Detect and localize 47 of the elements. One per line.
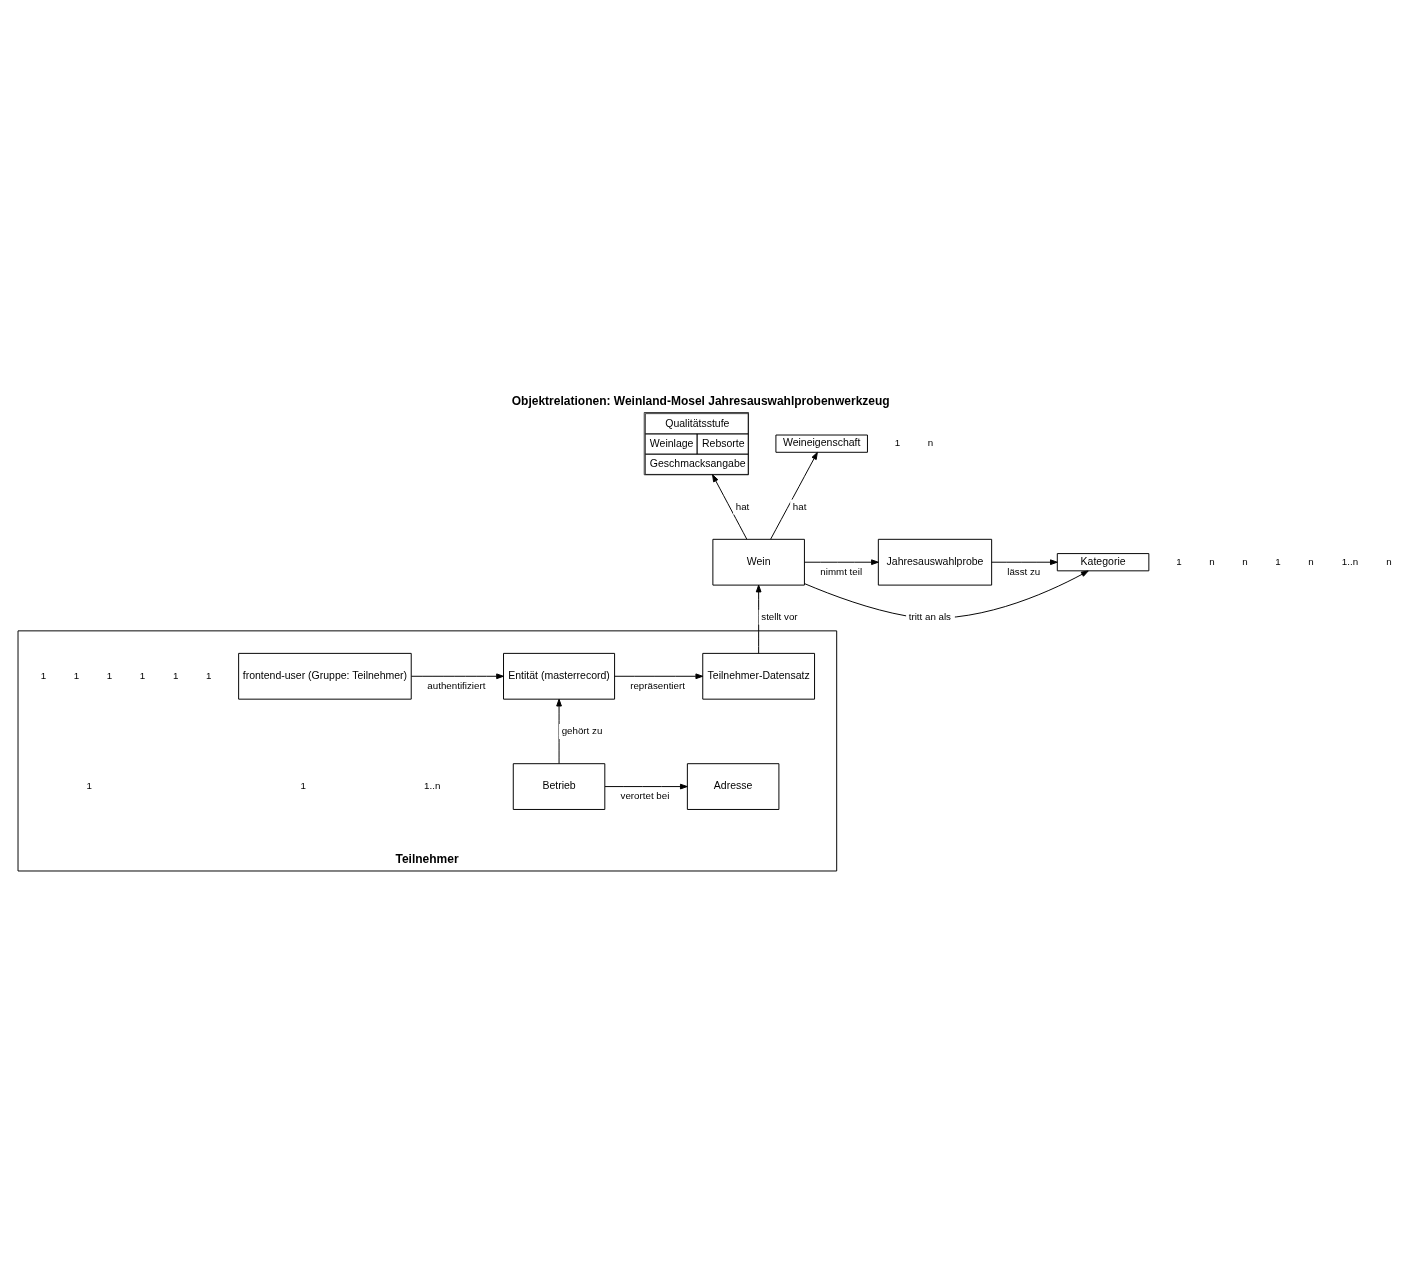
edge-label: lässt zu [1007,565,1041,577]
label: n [927,437,934,449]
label: n [1242,555,1248,567]
label: 1 [86,780,93,792]
node-box: Weineigenschaft [775,434,868,453]
edge-label: nimmt teil [820,565,863,577]
node-box: Kategorie [1056,553,1150,572]
arrow [755,584,762,654]
node-box: Jahresauswahlprobe [877,538,993,586]
label: n [1209,555,1215,567]
arrow [712,474,748,540]
edge-label: verortet bei [620,789,670,801]
arrow [614,673,704,680]
label: 1 [172,669,179,681]
node-box: Entität (masterrecord) [503,652,616,700]
label: 1 [139,669,146,681]
label: 1 [40,669,47,681]
label: 1..n [1341,555,1359,567]
edge-label: gehört zu [561,724,603,736]
edge-label: repräsentiert [630,679,685,691]
arrow [770,452,818,540]
arrow [991,559,1058,566]
label: 1 [300,780,306,792]
node-box: frontend-user (Gruppe: Teilnehmer) [238,652,412,700]
label: 1 [894,437,901,449]
edge-label: stellt vor [761,610,798,622]
label: 1 [106,669,113,681]
label: 1 [1275,555,1281,567]
node-box: Wein [712,538,805,586]
arrow [410,673,504,680]
label: 1 [1176,555,1182,567]
node-box: Betrieb [512,763,606,810]
arrow [556,698,562,765]
diagram-title: Objektrelationen: Weinland-Mosel Jahresauswahlprobenwerkzeug [511,393,890,408]
edge-label: tritt an als [908,610,952,622]
edge-label: hat [735,500,750,512]
edge-label: authentifiziert [427,679,486,691]
node-box: Adresse [686,763,780,810]
edge-label: hat [792,500,807,512]
node-box: Teilnehmer-Datensatz [702,652,816,700]
arrow [604,783,688,790]
label: 1..n [424,780,441,792]
label: n [1386,555,1392,567]
label: 1 [205,669,212,681]
arrow [804,559,879,566]
label: n [1308,555,1314,567]
label: 1 [73,669,80,681]
